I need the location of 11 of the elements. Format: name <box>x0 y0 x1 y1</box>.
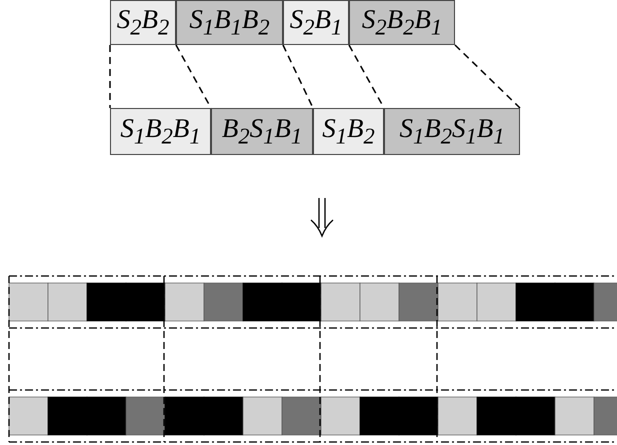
label-box: S$_{2}$B$_{2}$B$_{1}$ <box>349 0 455 45</box>
connector-line <box>109 45 111 108</box>
label-box: S$_{1}$B$_{2}$ <box>313 108 384 155</box>
connector-line <box>454 44 521 109</box>
connector-line <box>282 44 314 108</box>
label-box: B$_{2}$S$_{1}$B$_{1}$ <box>211 108 313 155</box>
label-box: S$_{2}$B$_{2}$ <box>110 0 176 45</box>
label-box: S$_{1}$B$_{2}$S$_{1}$B$_{1}$ <box>384 108 520 155</box>
label-box: S$_{1}$B$_{1}$B$_{2}$ <box>176 0 283 45</box>
label-box: S$_{2}$B$_{1}$ <box>283 0 349 45</box>
label-box: S$_{1}$B$_{2}$B$_{1}$ <box>110 108 211 155</box>
